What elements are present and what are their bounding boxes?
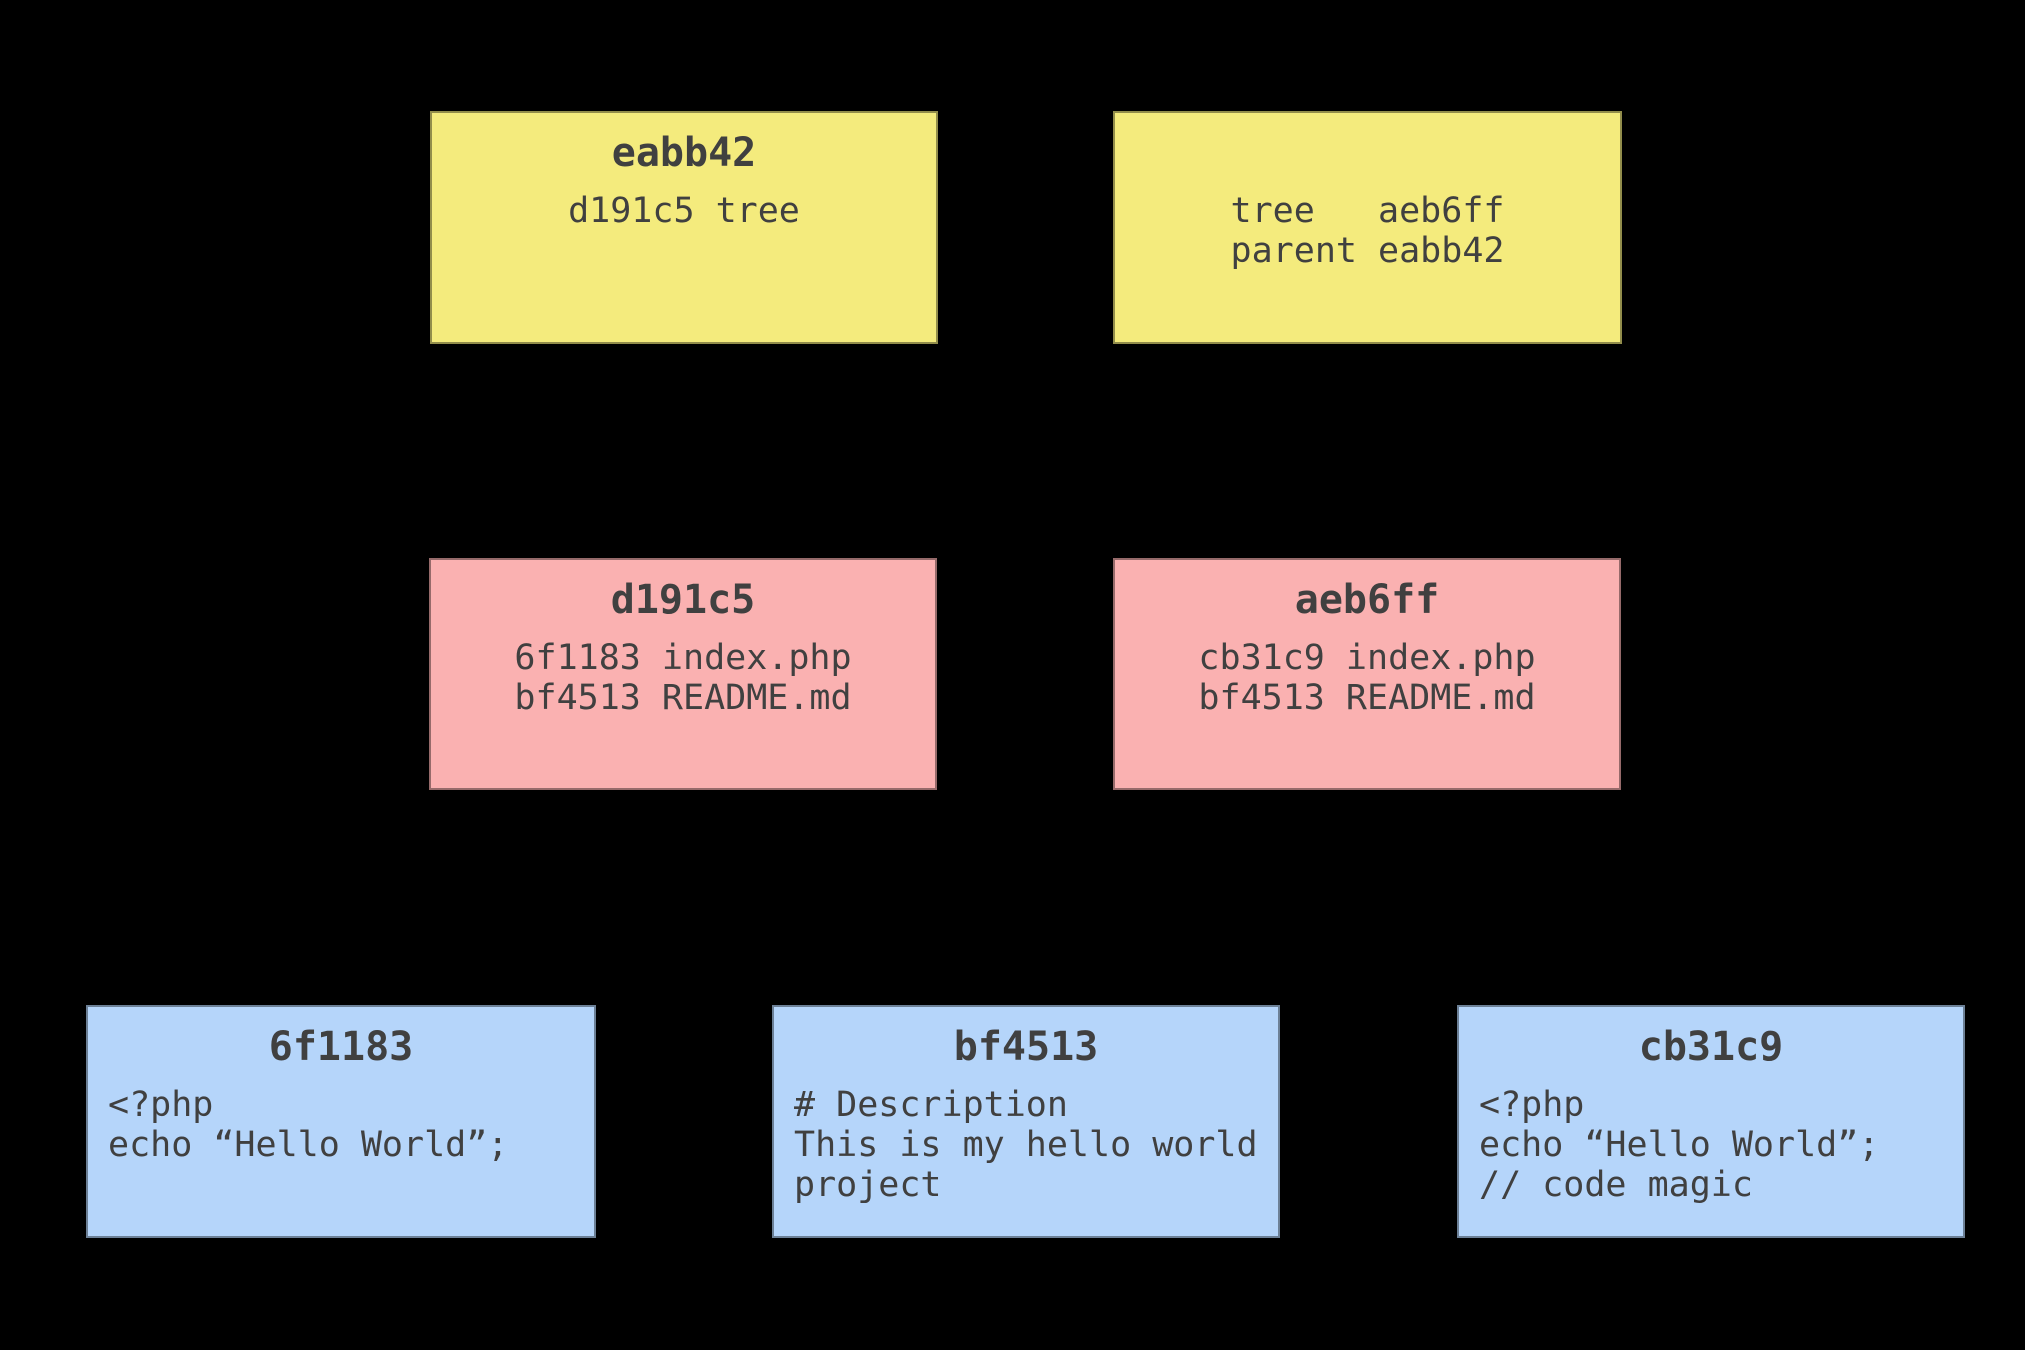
blob-id-label: cb31c9 — [1638, 1024, 1784, 1070]
blob-id-label: bf4513 — [953, 1024, 1099, 1070]
tree-box-d191c5: d191c5 6f1183 index.php bf4513 README.md — [429, 558, 937, 790]
blob-box-bf4513: bf4513 # Description This is my hello wo… — [772, 1005, 1280, 1238]
commit-box-second: tree aeb6ff parent eabb42 — [1113, 111, 1622, 344]
tree-contents: cb31c9 index.php bf4513 README.md — [1198, 638, 1536, 718]
commit-contents: tree aeb6ff parent eabb42 — [1230, 191, 1505, 271]
tree-box-aeb6ff: aeb6ff cb31c9 index.php bf4513 README.md — [1113, 558, 1621, 790]
commit-id-label: eabb42 — [611, 130, 757, 176]
tree-contents: 6f1183 index.php bf4513 README.md — [514, 638, 852, 718]
commit-box-eabb42: eabb42 d191c5 tree — [430, 111, 938, 344]
blob-contents: <?php echo “Hello World”; — [108, 1085, 509, 1165]
tree-id-label: aeb6ff — [1294, 577, 1440, 623]
commit-contents: d191c5 tree — [568, 191, 800, 231]
blob-contents: <?php echo “Hello World”; // code magic — [1479, 1085, 1880, 1205]
blob-contents: # Description This is my hello world pro… — [794, 1085, 1258, 1205]
tree-id-label: d191c5 — [610, 577, 756, 623]
blob-id-label: 6f1183 — [268, 1024, 414, 1070]
blob-box-6f1183: 6f1183 <?php echo “Hello World”; — [86, 1005, 596, 1238]
blob-box-cb31c9: cb31c9 <?php echo “Hello World”; // code… — [1457, 1005, 1965, 1238]
commit-id-label — [1135, 129, 1600, 177]
